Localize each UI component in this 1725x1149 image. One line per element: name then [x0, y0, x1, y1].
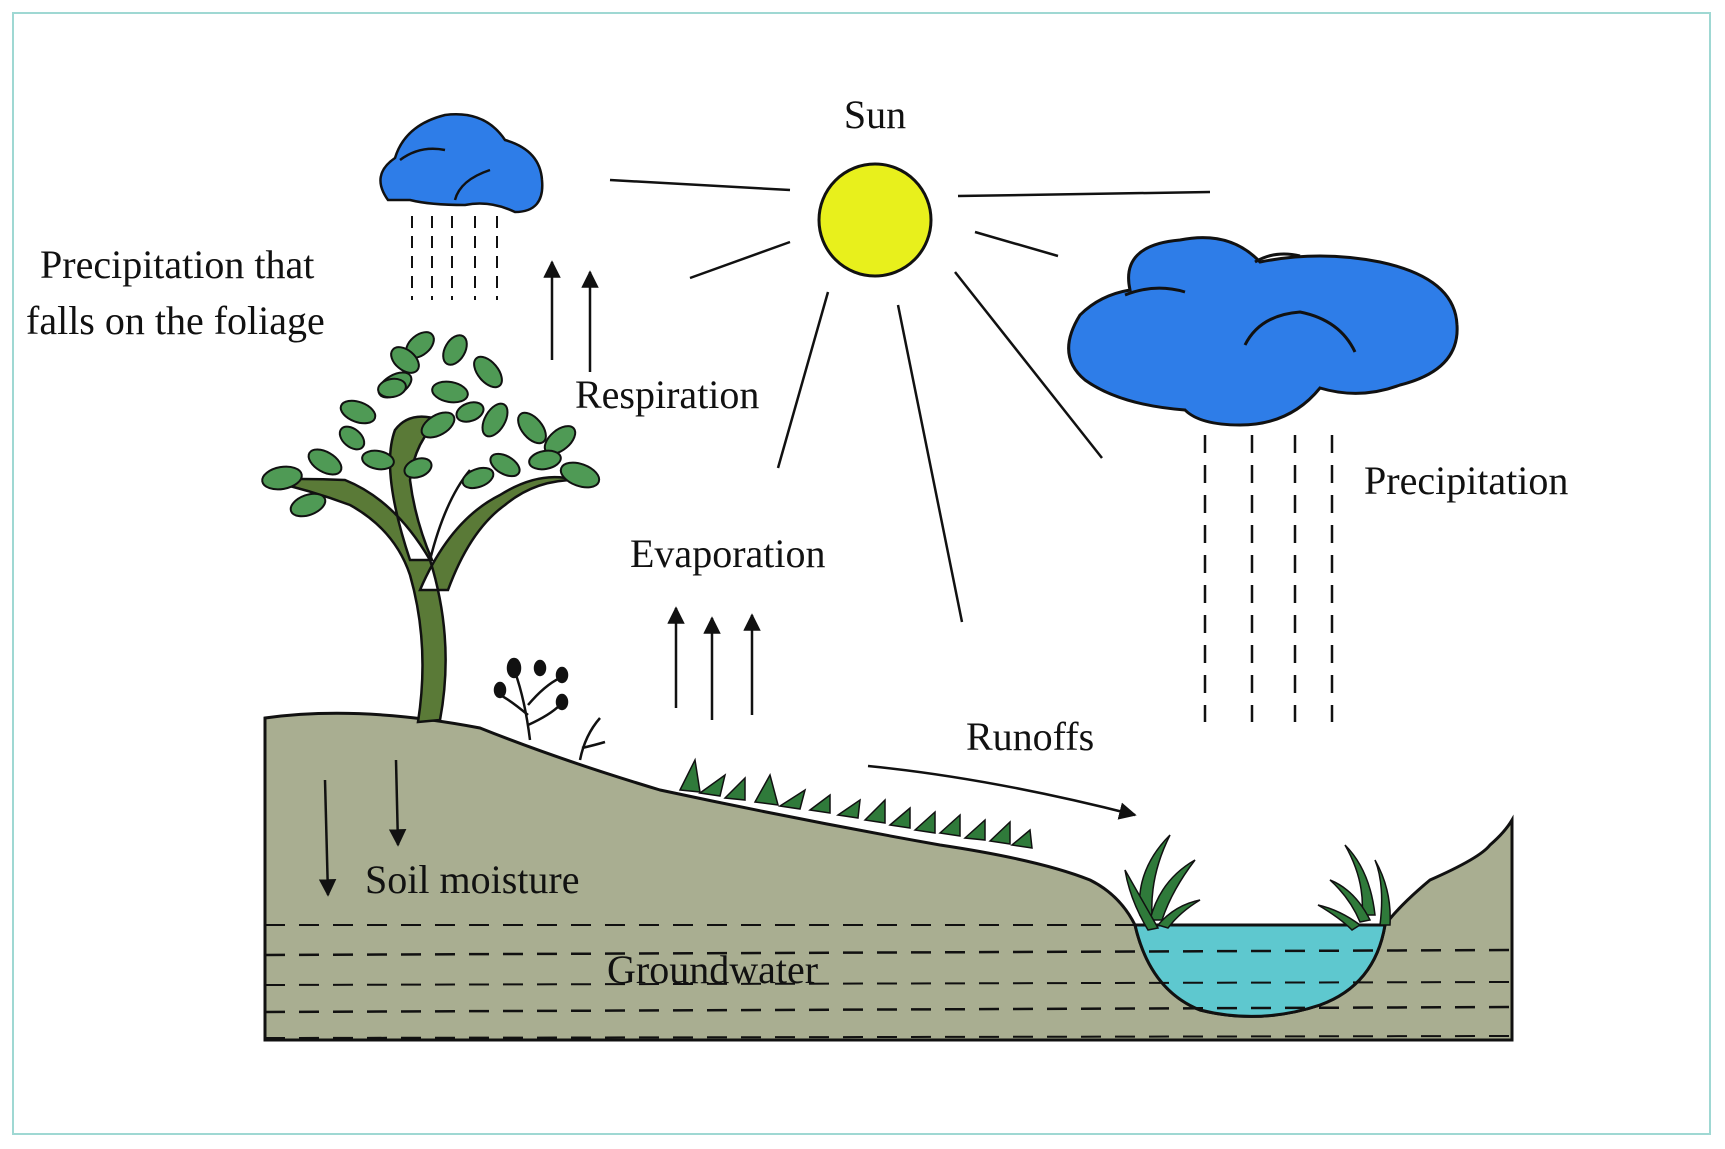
precipitation-label: Precipitation	[1364, 458, 1568, 503]
sun-label: Sun	[844, 92, 906, 137]
shrub	[493, 657, 606, 761]
foliage-rain	[411, 216, 498, 300]
runoff-arrow	[867, 764, 1137, 820]
soil-moisture-arrows	[318, 759, 407, 897]
foliage-precipitation-label-line1: Precipitation that	[40, 242, 314, 287]
sun-rays	[609, 178, 1211, 623]
evaporation-label: Evaporation	[630, 531, 826, 576]
ground	[263, 711, 1514, 1042]
tree	[261, 331, 601, 724]
small-cloud	[379, 113, 544, 214]
foliage-precipitation-label-line2: falls on the foliage	[26, 298, 325, 343]
sun-disc	[817, 162, 933, 278]
precipitation-rain	[1203, 435, 1334, 722]
respiration-label: Respiration	[575, 372, 759, 417]
evaporation-arrows	[667, 606, 761, 720]
runoffs-label: Runoffs	[966, 714, 1094, 759]
groundwater-lines	[264, 924, 1513, 1039]
grass	[678, 757, 1033, 849]
sun	[609, 162, 1211, 623]
respiration-arrows	[543, 260, 599, 372]
tree-leaves	[261, 331, 601, 518]
river-water	[1133, 923, 1387, 1018]
soil-moisture-label: Soil moisture	[365, 857, 579, 902]
groundwater-label: Groundwater	[607, 947, 818, 992]
reeds	[1124, 834, 1391, 931]
large-cloud	[1067, 236, 1459, 427]
